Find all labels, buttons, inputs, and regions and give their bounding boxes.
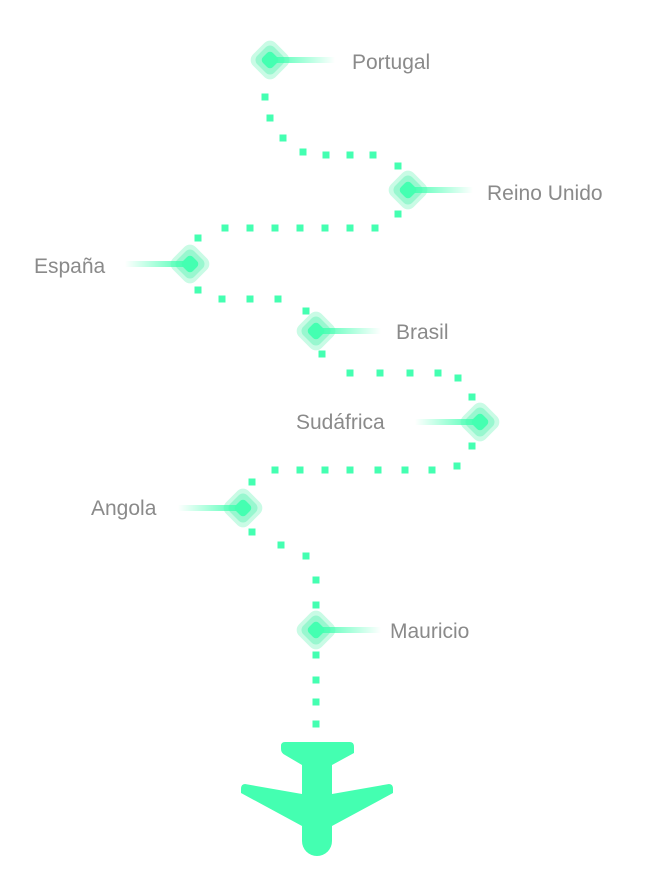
route-dot bbox=[299, 148, 307, 156]
stop-label: Brasil bbox=[396, 321, 449, 344]
stop-marker bbox=[415, 402, 500, 442]
stop-pin-icon bbox=[181, 255, 199, 273]
stop-marker bbox=[296, 311, 381, 351]
route-dot bbox=[318, 350, 326, 358]
stop-pin-icon bbox=[261, 51, 279, 69]
route-dot bbox=[246, 224, 254, 232]
stop-label: Angola bbox=[91, 497, 157, 520]
stop-connector-line bbox=[125, 261, 190, 267]
route-dot bbox=[266, 114, 274, 122]
route-dot bbox=[401, 466, 409, 474]
route-dot bbox=[296, 466, 304, 474]
route-dot bbox=[312, 698, 320, 706]
stop-label: Sudáfrica bbox=[296, 411, 385, 434]
route-dot bbox=[277, 541, 285, 549]
route-dot bbox=[346, 466, 354, 474]
route-dot bbox=[406, 369, 414, 377]
stop-label: Portugal bbox=[352, 51, 431, 74]
stop-pin-icon bbox=[234, 499, 252, 517]
route-dot bbox=[428, 466, 436, 474]
stop-pin-icon bbox=[307, 322, 325, 340]
route-dot bbox=[453, 462, 461, 470]
route-dot bbox=[221, 224, 229, 232]
dotted-route-path bbox=[194, 93, 476, 728]
route-dot bbox=[346, 151, 354, 159]
route-dot bbox=[312, 601, 320, 609]
stop-pin-icon bbox=[307, 621, 325, 639]
stop-label: Reino Unido bbox=[487, 182, 603, 205]
stop-label: España bbox=[34, 255, 106, 278]
route-dot bbox=[346, 224, 354, 232]
stop-connector-line bbox=[270, 57, 335, 63]
stop-pin-icon bbox=[471, 413, 489, 431]
stop-connector-line bbox=[415, 419, 480, 425]
route-dot bbox=[194, 286, 202, 294]
route-dot bbox=[322, 151, 330, 159]
route-dot bbox=[248, 478, 256, 486]
stop-connector-line bbox=[316, 627, 381, 633]
route-dot bbox=[302, 307, 310, 315]
route-dot bbox=[321, 466, 329, 474]
route-dot bbox=[369, 151, 377, 159]
route-dot bbox=[302, 552, 310, 560]
route-dot bbox=[394, 210, 402, 218]
route-dot bbox=[246, 295, 254, 303]
stop-label: Mauricio bbox=[390, 620, 470, 643]
route-dot bbox=[374, 466, 382, 474]
stop-marker bbox=[388, 170, 473, 210]
route-dot bbox=[261, 93, 269, 101]
route-dot bbox=[312, 651, 320, 659]
stop-connector-line bbox=[408, 187, 473, 193]
route-dot bbox=[321, 224, 329, 232]
route-dot bbox=[468, 442, 476, 450]
route-dot bbox=[218, 295, 226, 303]
route-dot bbox=[312, 720, 320, 728]
stop-marker bbox=[296, 610, 381, 650]
route-dot bbox=[248, 528, 256, 536]
route-dot bbox=[312, 676, 320, 684]
airplane-icon bbox=[241, 742, 393, 856]
route-dot bbox=[394, 162, 402, 170]
route-dot bbox=[468, 393, 476, 401]
route-dot bbox=[312, 576, 320, 584]
route-dot bbox=[346, 369, 354, 377]
route-dot bbox=[454, 374, 462, 382]
stop-connector-line bbox=[178, 505, 243, 511]
stop-marker bbox=[250, 40, 335, 80]
route-dot bbox=[296, 224, 304, 232]
stops-layer bbox=[125, 40, 500, 650]
route-dot bbox=[371, 224, 379, 232]
route-dot bbox=[271, 466, 279, 474]
route-dot bbox=[194, 234, 202, 242]
stop-marker bbox=[178, 488, 263, 528]
stop-pin-icon bbox=[399, 181, 417, 199]
route-dot bbox=[376, 369, 384, 377]
route-dot bbox=[434, 369, 442, 377]
stop-connector-line bbox=[316, 328, 381, 334]
route-dot bbox=[279, 134, 287, 142]
route-dot bbox=[274, 295, 282, 303]
stop-marker bbox=[125, 244, 210, 284]
route-dot bbox=[271, 224, 279, 232]
